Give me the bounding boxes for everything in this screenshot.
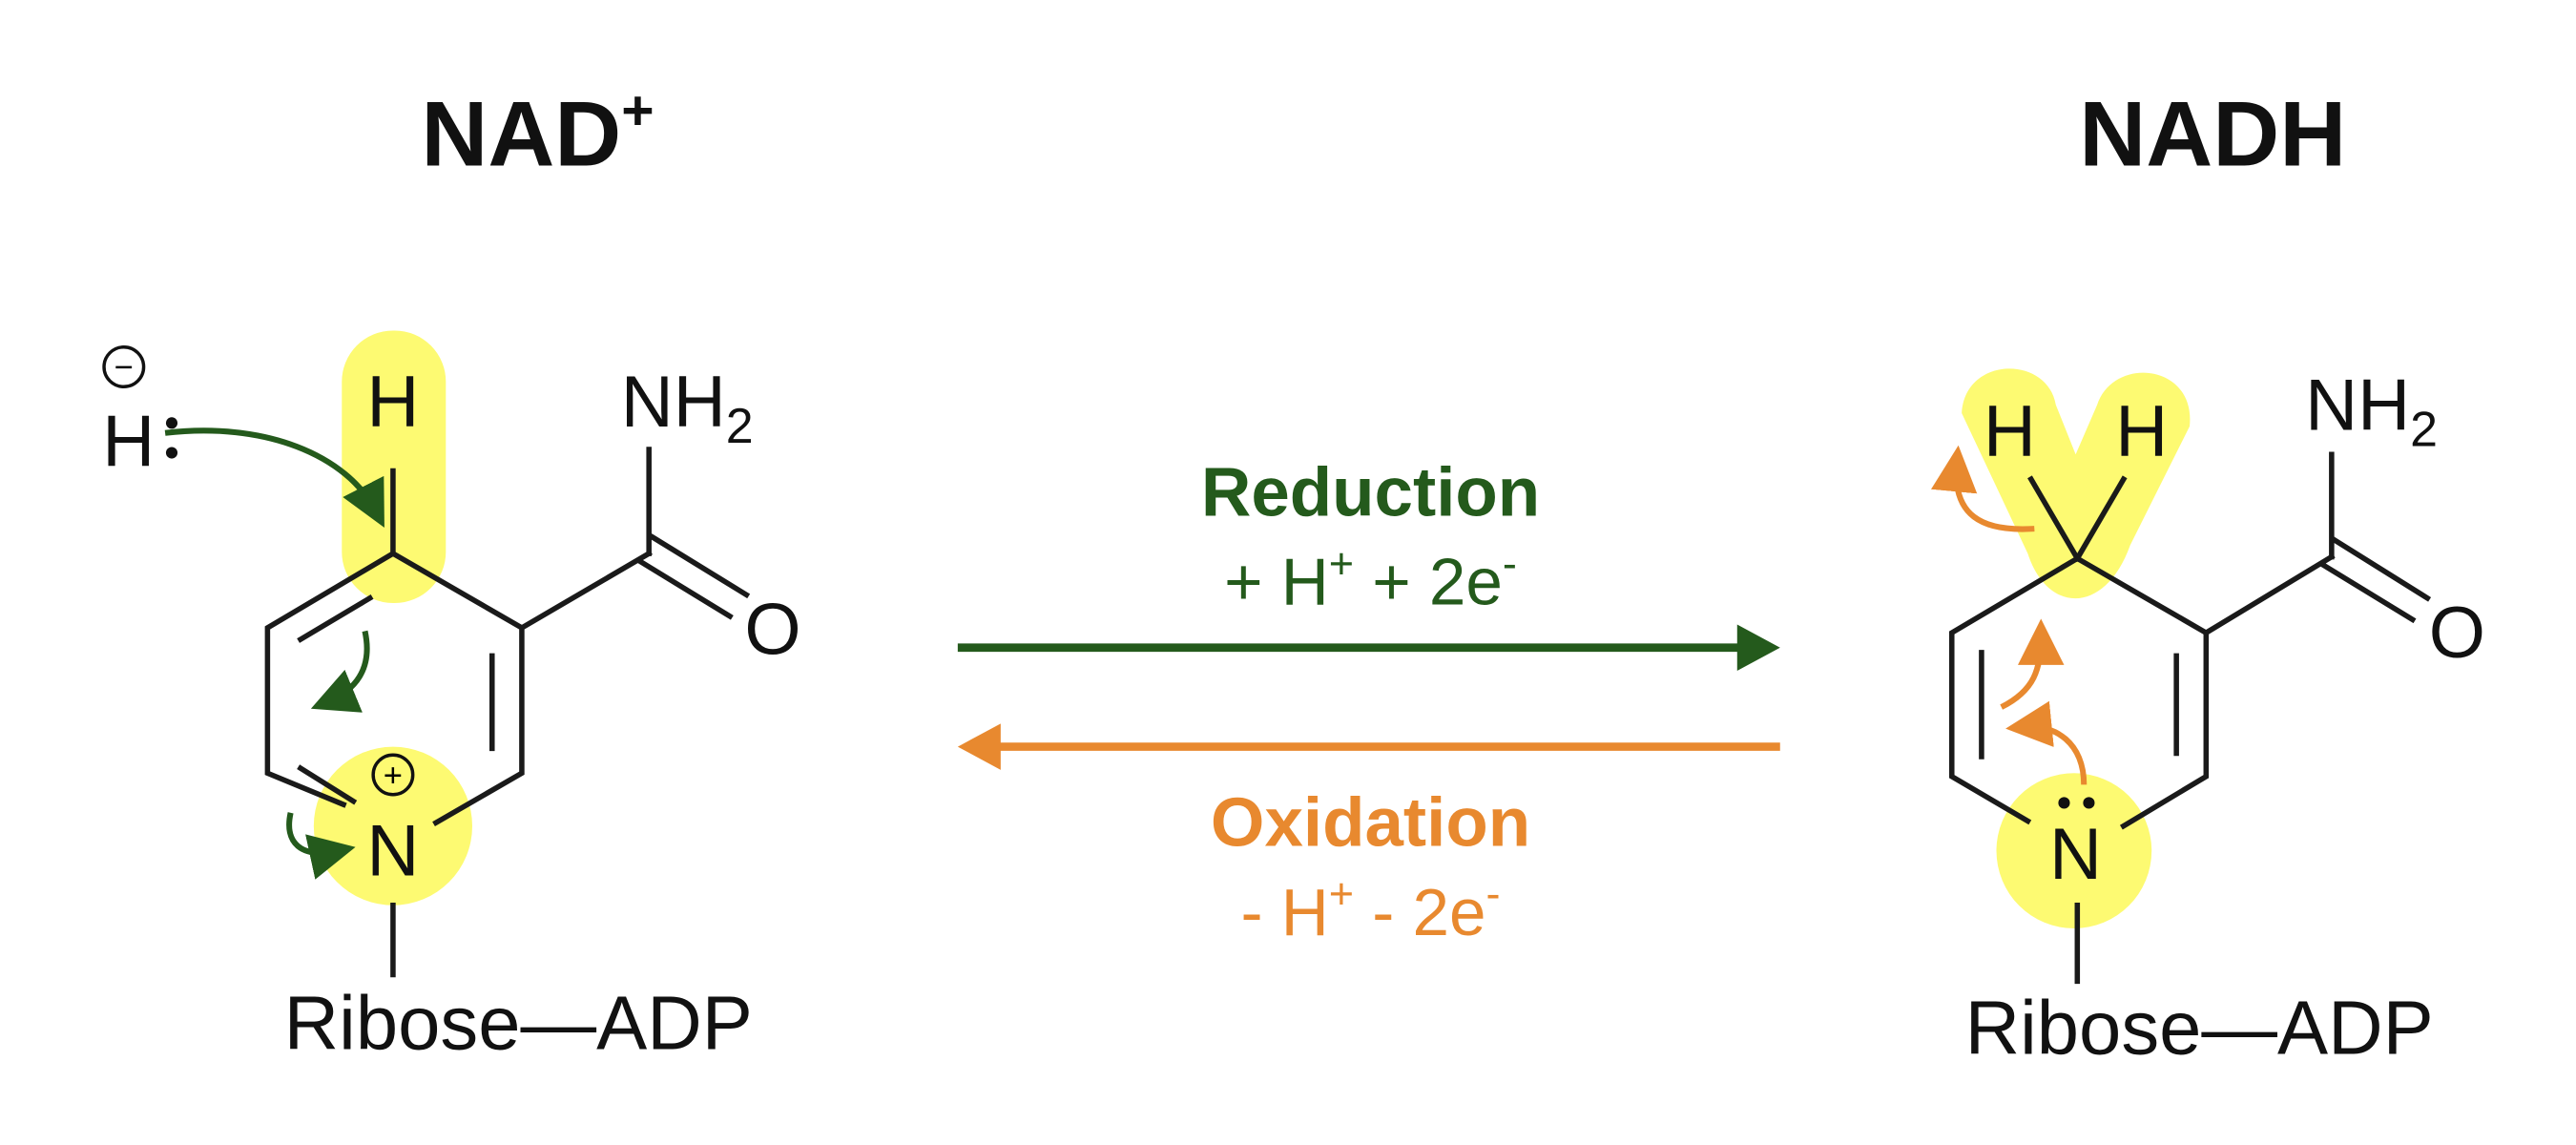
lone-pair-dot — [2058, 797, 2070, 809]
negative-charge-sign: − — [114, 350, 134, 386]
nad-plus-title: NAD+ — [421, 79, 654, 185]
n-highlight — [1996, 773, 2152, 928]
oxidation-label: Oxidation — [1211, 783, 1530, 861]
hydride-attack-arrow — [164, 427, 384, 528]
h1-label: H — [1984, 391, 2036, 472]
hh-highlight — [1962, 368, 2191, 599]
ring-h-label: H — [366, 362, 419, 443]
ring-bonds — [1949, 451, 2432, 985]
positive-charge-icon — [371, 753, 415, 797]
ring-n-label: N — [366, 811, 419, 892]
lone-pair-dot — [165, 417, 178, 429]
lone-pair-dot — [2083, 797, 2095, 809]
carbonyl-o-label: O — [2429, 593, 2485, 674]
positive-charge-sign: + — [384, 758, 403, 794]
reduction-label: Reduction — [1201, 453, 1540, 531]
hydride-label: H — [102, 401, 155, 482]
reduction-terms: + H+ + 2e- — [1224, 539, 1517, 619]
amide-label: NH2 — [2305, 364, 2438, 457]
n-electron-arrow — [286, 812, 356, 880]
lone-pair-arrow — [2005, 700, 2088, 785]
ring-bonds — [264, 447, 751, 978]
nadh-title: NADH — [2079, 81, 2346, 185]
h-highlight — [342, 330, 447, 604]
h2-label: H — [2115, 391, 2168, 472]
ribose-adp-label: Ribose—ADP — [284, 980, 753, 1065]
amide-label: NH2 — [621, 362, 754, 454]
hydride-leave-arrow — [1931, 445, 2035, 532]
oxidation-terms: - H+ - 2e- — [1240, 869, 1500, 949]
nad-plus-molecule: H NH2 O N + H − Ribose—ADP — [102, 330, 801, 1065]
lone-pair-dot — [165, 447, 178, 459]
negative-charge-icon — [102, 345, 146, 389]
pi-shift-arrow — [310, 630, 370, 713]
ring-n-label: N — [2049, 814, 2102, 895]
reaction-arrows: Reduction + H+ + 2e- Oxidation - H+ - 2e… — [957, 453, 1780, 949]
ribose-adp-label: Ribose—ADP — [1965, 986, 2434, 1071]
oxidation-arrowhead — [957, 723, 1001, 770]
reduction-arrowhead — [1736, 624, 1780, 671]
nadh-molecule: H H NH2 O N Ribose—ADP — [1931, 364, 2485, 1071]
pi-shift-arrow — [2000, 618, 2065, 710]
carbonyl-o-label: O — [744, 590, 800, 671]
